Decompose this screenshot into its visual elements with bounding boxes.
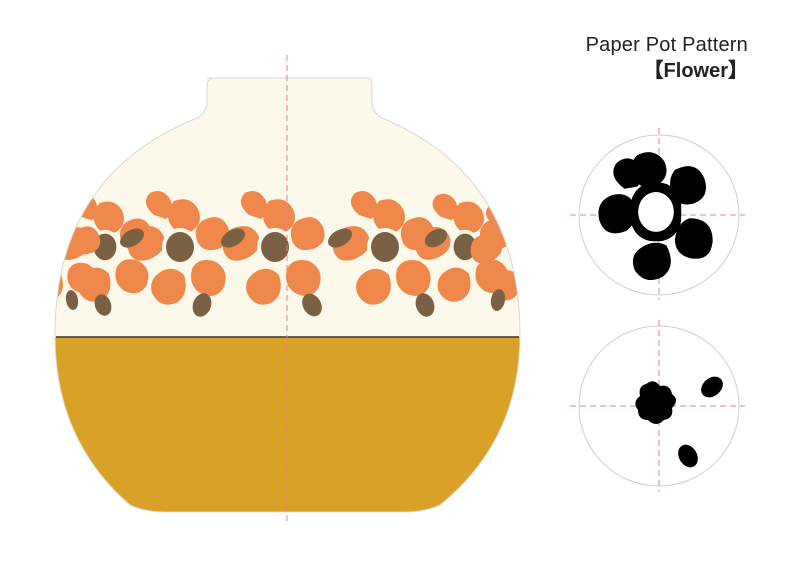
flower-band [55, 191, 520, 317]
title-sub: 【Flower】 [643, 60, 748, 82]
flower-stencil-icon [570, 128, 745, 300]
page-title: Paper Pot Pattern 【Flower】 [586, 32, 748, 84]
flower-center-stencil-icon [570, 320, 745, 492]
title-main: Paper Pot Pattern [585, 34, 748, 56]
vase-icon [54, 55, 521, 525]
